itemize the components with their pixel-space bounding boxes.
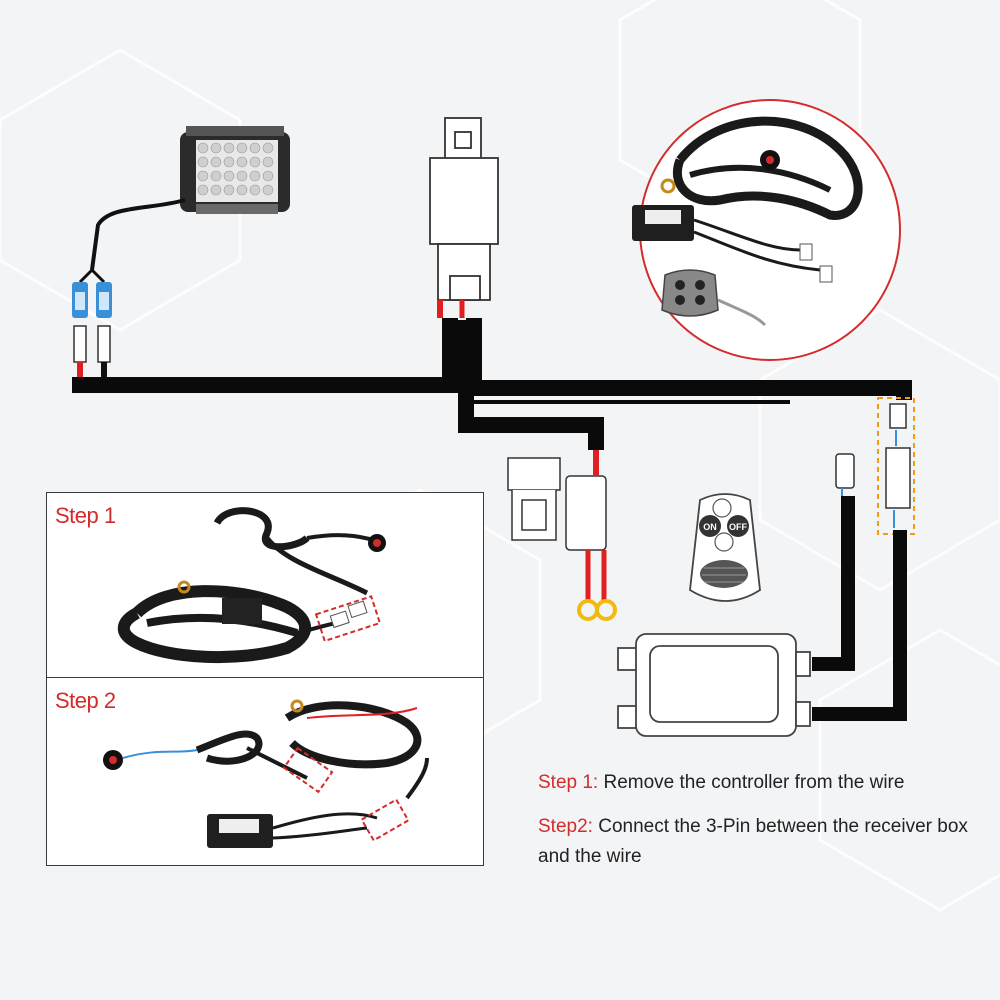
male-spade-terminals [73,325,111,363]
ring-terminal-right [595,599,617,621]
instruction-step-2-prefix: Step2: [538,816,593,837]
instruction-step-2: Step2: Connect the 3-Pin between the rec… [538,812,978,872]
led-dot [210,142,222,154]
step-1-panel: Step 1 [46,492,484,678]
instruction-step-1-prefix: Step 1: [538,772,599,793]
led-dot [236,170,248,182]
blue-female-terminals [72,282,112,318]
led-dot [197,156,209,168]
fuse-holder [507,457,607,551]
remote-on-button [699,515,721,537]
instruction-step-1-text: Remove the controller from the wire [598,772,905,793]
led-dot [262,184,274,196]
led-dot [223,184,235,196]
led-dot [210,184,222,196]
led-dot [236,184,248,196]
step-2-photo [103,699,429,848]
led-dot [249,142,261,154]
led-dot [262,142,274,154]
step-2-label: Step 2 [55,688,116,713]
led-dot [249,156,261,168]
svg-text:ON: ON [703,522,717,532]
receiver-box [617,633,811,737]
light-bar-cable [90,198,186,271]
led-dot [236,156,248,168]
instruction-step-1: Step 1: Remove the controller from the w… [538,768,978,798]
led-dot [262,156,274,168]
product-photo-circle [632,99,901,361]
step-2-panel: Step 2 [46,678,484,866]
instruction-step-2-text: Connect the 3-Pin between the receiver b… [538,816,968,867]
led-dot [223,156,235,168]
led-dot [210,156,222,168]
led-dot [236,142,248,154]
led-dot [249,184,261,196]
led-light-bar [180,126,290,214]
svg-text:OFF: OFF [729,522,747,532]
main-wires [72,318,912,450]
led-dot [210,170,222,182]
led-dot [223,142,235,154]
step-1-label: Step 1 [55,503,116,528]
ring-terminal-left [577,599,599,621]
led-dot [262,170,274,182]
led-dot [223,170,235,182]
led-dot [197,170,209,182]
led-dot [197,142,209,154]
remote-control: ON OFF [689,493,761,602]
relay [429,117,499,301]
led-dot [197,184,209,196]
remote-off-button [727,515,749,537]
led-dot [249,170,261,182]
step-1-photo [117,507,386,664]
